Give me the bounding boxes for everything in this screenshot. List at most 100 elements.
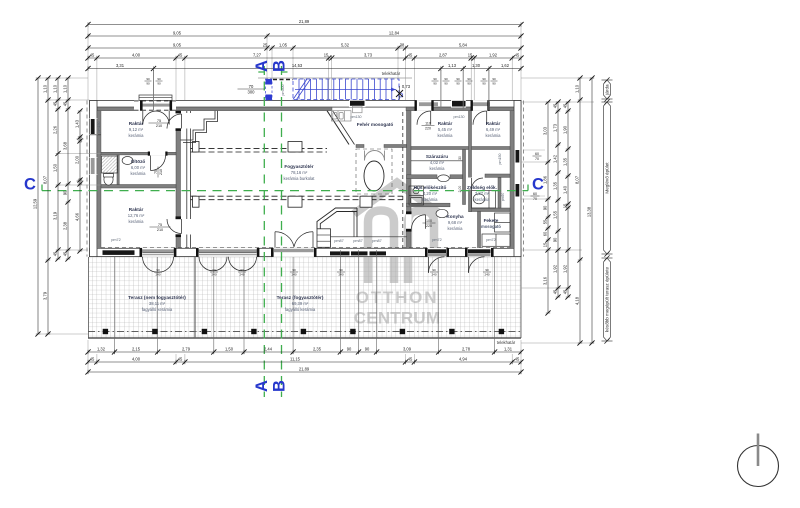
- dim-label: 2,00: [74, 155, 79, 164]
- interior-lines-ellipse: [363, 160, 385, 192]
- door-arc-konyha: [411, 214, 426, 229]
- fraction-top: 20: [78, 177, 82, 181]
- fraction-top: 90: [482, 77, 486, 81]
- door-jambs-rect: [446, 248, 449, 257]
- dim-label: 15: [468, 52, 473, 57]
- window-top-fehermosogato: [350, 100, 365, 106]
- dim-label: 2,15: [132, 346, 141, 351]
- fraction-bottom: 90: [482, 81, 486, 85]
- sink-konyha: [435, 208, 449, 219]
- door-jambs: [139, 100, 494, 257]
- counter-zoldseg: [471, 190, 496, 209]
- wall-left-inner: [96, 110, 102, 249]
- counter-fehermosogato-rect: [331, 110, 352, 122]
- fraction-bottom: 90: [456, 81, 460, 85]
- dim-label: 5,84: [459, 42, 468, 47]
- dim-label: 3,16: [542, 276, 547, 285]
- dim-label: 4,18: [574, 296, 579, 305]
- fraction-bottom: 90: [433, 81, 437, 85]
- dim-label: 4,94: [459, 356, 468, 361]
- dim-label: 1,55: [552, 210, 557, 219]
- door-jambs-rect: [175, 216, 181, 220]
- room-material: kerámia burkolat: [284, 176, 316, 181]
- wall-szarazaru-b2: [449, 174, 463, 179]
- room-area: 69,39 m²: [292, 301, 309, 306]
- dim-label: 1,10: [574, 84, 579, 93]
- wall-zoldseg-bottom: [471, 207, 511, 212]
- section-letter-c-right: C: [532, 176, 544, 194]
- dim-label: 2,35: [313, 346, 322, 351]
- annotation-label: telekhatár: [497, 340, 516, 345]
- room-area: 9,12 m²: [129, 127, 144, 132]
- dim-label: 45: [52, 101, 57, 106]
- shower: [101, 155, 118, 174]
- annotation-label: pm87: [372, 239, 382, 243]
- dim-label: 4,00: [132, 52, 141, 57]
- counter-fehermosogato: [331, 110, 352, 122]
- boxed-label-line: [604, 251, 610, 257]
- room-name: Zöldség elők.: [467, 185, 497, 190]
- interior-lines-path: [316, 207, 357, 229]
- dim-label: 2,87: [439, 52, 448, 57]
- doors-g: [142, 252, 257, 256]
- dim-label: 3,09: [403, 346, 412, 351]
- boxed-label-line: [604, 255, 610, 261]
- dim-label: 45: [90, 356, 95, 361]
- interior-lines-path: [183, 110, 218, 143]
- interior-lines-rect: [316, 228, 331, 248]
- fraction-top: 90: [485, 268, 489, 272]
- window-left-1: [90, 119, 95, 134]
- wall-right-outer: [513, 100, 522, 258]
- dim-label: 3,73: [364, 52, 373, 57]
- section-letter-b-bottom: B: [271, 380, 289, 392]
- dim-label: 1,31: [504, 346, 513, 351]
- fraction-top: 90: [146, 77, 150, 81]
- fraction-top: 60: [535, 152, 539, 156]
- fraction-top: 100: [426, 219, 432, 223]
- section-letter-c-left: C: [24, 176, 36, 194]
- door-jambs-rect: [313, 248, 317, 257]
- door-jambs-rect: [175, 110, 181, 114]
- door-jambs-rect: [491, 248, 494, 257]
- door-arc-r9: [166, 113, 182, 129]
- room-material: kerámia: [131, 171, 147, 176]
- stair-arrowhead: [391, 87, 396, 92]
- window-top-recess: [352, 105, 363, 114]
- annotation-label: 2,00: [458, 186, 462, 193]
- room-area: mosogató: [481, 224, 501, 229]
- dim-label: 1,13: [448, 63, 457, 68]
- door-arc-terr2-d: [242, 256, 257, 272]
- fraction-top: 90: [444, 77, 448, 81]
- dim-chain: 1,108,074,18: [574, 75, 583, 346]
- door-arc-raktar545: [416, 110, 431, 125]
- room-area: 6,00 m²: [131, 165, 146, 170]
- door-jambs-rect: [147, 151, 150, 156]
- sink-hus: [437, 174, 450, 183]
- wall-corridor-left: [462, 149, 466, 205]
- dim-label: 21,89: [299, 366, 310, 371]
- dim-label: 1,40: [562, 185, 567, 194]
- dim-label: 45: [552, 289, 557, 294]
- logo-letter-o: [363, 206, 399, 283]
- dim-label: 2,26: [52, 125, 57, 134]
- dim-label: 12,59: [32, 198, 37, 209]
- door-arc-terr2-c: [228, 256, 243, 272]
- dim-label: 1,35: [552, 181, 557, 190]
- openings-rect: [175, 113, 181, 129]
- wall-fehermosogato-1: [355, 144, 365, 148]
